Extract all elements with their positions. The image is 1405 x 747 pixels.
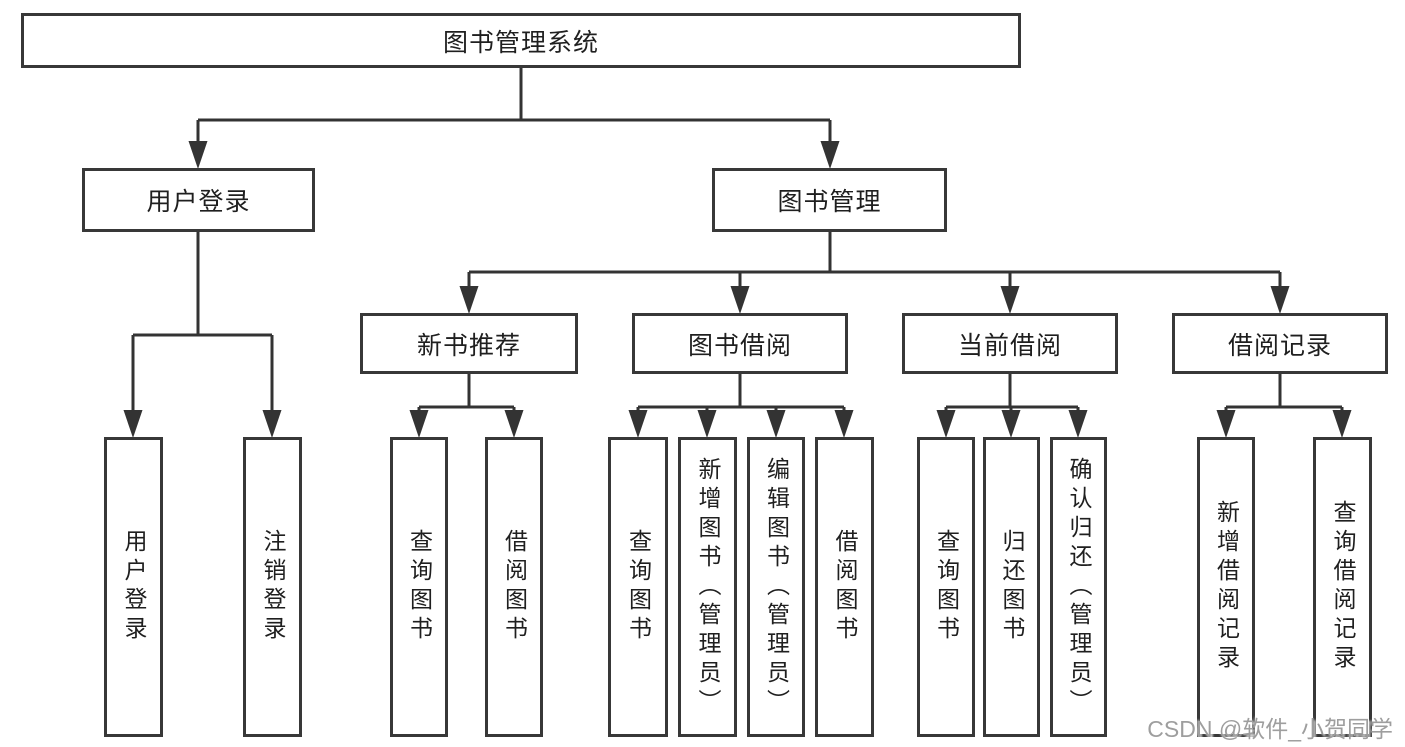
- leaf-confirm-return-admin: 确认归还（管理员）: [1050, 437, 1107, 737]
- node-label: 编辑图书（管理员）: [763, 456, 790, 718]
- leaf-add-books-admin: 新增图书（管理员）: [678, 437, 737, 737]
- node-label: 图书管理: [777, 188, 882, 216]
- node-label: 图书借阅: [687, 331, 792, 360]
- node-label: 新增图书（管理员）: [695, 456, 721, 718]
- arrow-icon: [697, 410, 717, 438]
- leaf-borrow-books-recommend: 借阅图书: [485, 437, 543, 737]
- leaf-query-books-borrowing: 查询图书: [608, 437, 668, 737]
- node-label: 查询图书: [625, 529, 652, 645]
- node-book-management: 图书管理: [712, 168, 947, 232]
- arrow-icon: [766, 410, 786, 438]
- node-borrowing-records: 借阅记录: [1172, 313, 1388, 374]
- leaf-borrow-books: 借阅图书: [815, 437, 874, 737]
- node-label: 新增借阅记录: [1213, 500, 1240, 674]
- arrow-icon: [834, 410, 854, 438]
- arrow-icon: [1216, 410, 1236, 438]
- node-current-borrowing: 当前借阅: [902, 313, 1118, 374]
- node-label: 借阅记录: [1227, 331, 1332, 360]
- arrow-icon: [188, 141, 208, 169]
- arrow-icon: [1000, 286, 1020, 314]
- arrow-icon: [936, 410, 956, 438]
- arrow-icon: [1068, 410, 1088, 438]
- arrow-icon: [459, 286, 479, 314]
- leaf-logout: 注销登录: [243, 437, 302, 737]
- node-label: 注销登录: [260, 529, 286, 645]
- node-label: 用户登录: [146, 188, 251, 216]
- leaf-query-books-recommend: 查询图书: [390, 437, 448, 737]
- arrow-icon: [409, 410, 429, 438]
- leaf-add-borrow-record: 新增借阅记录: [1197, 437, 1255, 737]
- node-label: 借阅图书: [501, 529, 528, 645]
- node-label: 图书管理系统: [442, 28, 599, 57]
- node-label: 新书推荐: [416, 331, 521, 360]
- leaf-return-books: 归还图书: [983, 437, 1040, 737]
- node-label: 当前借阅: [957, 331, 1062, 360]
- node-label: 查询图书: [933, 529, 960, 645]
- node-book-borrowing: 图书借阅: [632, 313, 848, 374]
- node-new-book-recommendation: 新书推荐: [360, 313, 578, 374]
- leaf-user-login: 用户登录: [104, 437, 163, 737]
- leaf-query-books-current: 查询图书: [917, 437, 975, 737]
- arrow-icon: [820, 141, 840, 169]
- arrow-icon: [1001, 410, 1021, 438]
- leaf-edit-books-admin: 编辑图书（管理员）: [747, 437, 805, 737]
- node-user-login: 用户登录: [82, 168, 315, 232]
- node-library-management-system: 图书管理系统: [21, 13, 1021, 68]
- arrow-icon: [504, 410, 524, 438]
- arrow-icon: [1270, 286, 1290, 314]
- arrow-icon: [730, 286, 750, 314]
- node-label: 借阅图书: [832, 529, 858, 645]
- node-label: 归还图书: [999, 529, 1025, 645]
- arrow-icon: [1332, 410, 1352, 438]
- node-label: 查询借阅记录: [1330, 500, 1356, 674]
- arrow-icon: [628, 410, 648, 438]
- csdn-watermark: CSDN @软件_小贺同学: [1147, 716, 1393, 742]
- node-label: 用户登录: [121, 529, 147, 645]
- leaf-query-borrow-record: 查询借阅记录: [1313, 437, 1372, 737]
- node-label: 确认归还（管理员）: [1066, 456, 1092, 718]
- arrow-icon: [262, 410, 282, 438]
- node-label: 查询图书: [406, 529, 433, 645]
- arrow-icon: [123, 410, 143, 438]
